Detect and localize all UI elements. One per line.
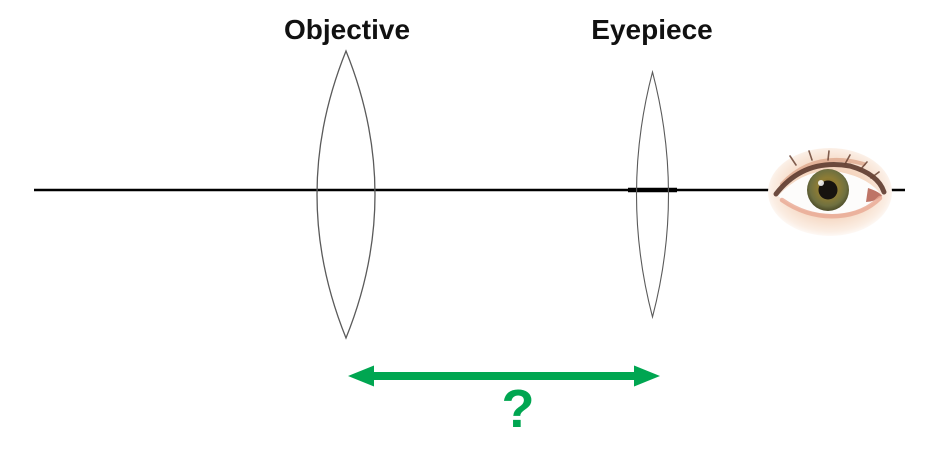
- lens-separation-arrow: [348, 365, 660, 387]
- eyepiece-label: Eyepiece: [591, 14, 713, 45]
- objective-lens: [316, 49, 376, 340]
- eye-upper-lash-line: [773, 162, 887, 197]
- eyepiece-lens: [635, 69, 670, 320]
- eye-pupil: [818, 180, 838, 200]
- eye-lower-lid: [779, 195, 883, 219]
- objective-label: Objective: [283, 14, 411, 45]
- eye-lashes: [789, 150, 880, 179]
- question-mark-label: ?: [501, 379, 535, 439]
- eye-image: [768, 148, 892, 236]
- eye-highlight: [818, 180, 824, 186]
